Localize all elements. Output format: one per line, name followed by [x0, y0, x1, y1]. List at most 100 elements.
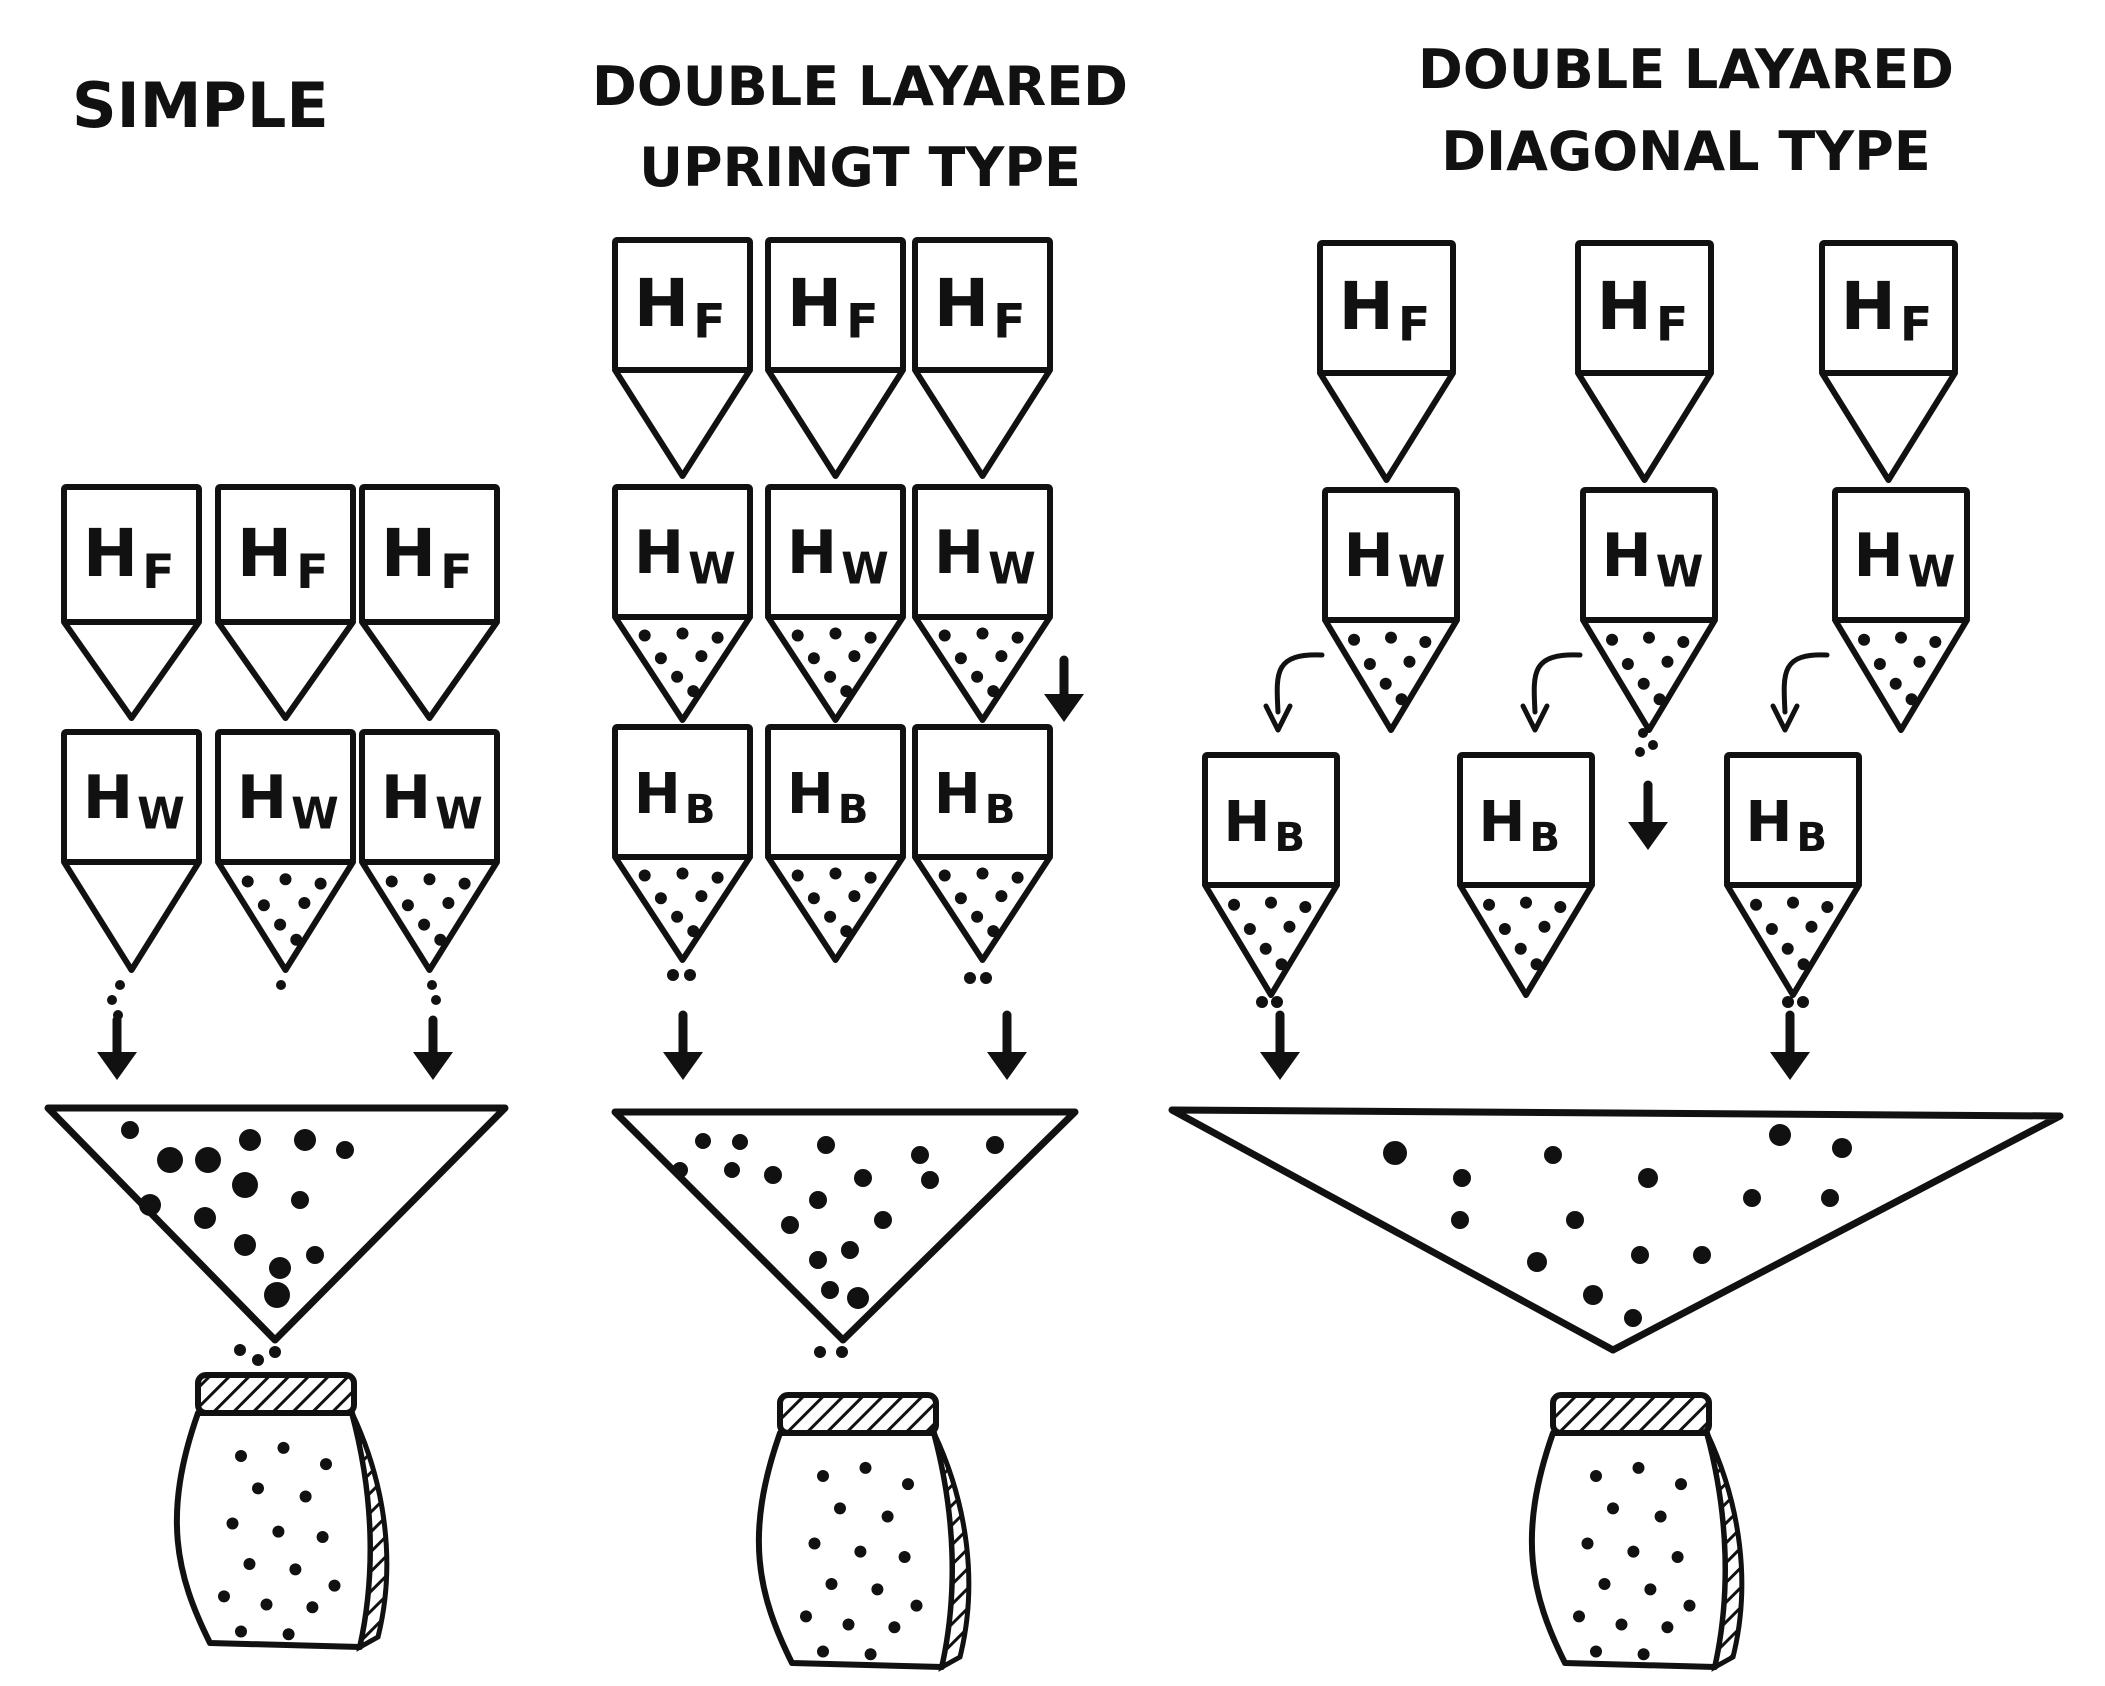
falling-dot: [115, 980, 125, 990]
product-dot: [1787, 896, 1799, 909]
hopper-label: HW: [1853, 521, 1955, 598]
product-dot: [1693, 1246, 1711, 1264]
product-dot: [1583, 1285, 1603, 1305]
product-dot: [264, 1282, 290, 1308]
product-dot: [1453, 1169, 1471, 1187]
product-dot: [809, 1251, 827, 1269]
product-dot: [1598, 1578, 1611, 1590]
hopper-label: HW: [1343, 521, 1445, 598]
product-dot: [1653, 693, 1666, 706]
feed-hopper: HF: [612, 237, 753, 479]
product-dot: [1011, 631, 1024, 644]
product-dot: [995, 890, 1008, 903]
product-dot: [864, 631, 877, 644]
hopper-cone: [1819, 370, 1958, 483]
product-dot: [1889, 677, 1902, 690]
product-dot: [1913, 655, 1926, 668]
hopper-label: HW: [381, 763, 483, 840]
hopper-label: HB: [1223, 790, 1305, 861]
title-simple-line-1: SIMPLE: [72, 69, 329, 142]
product-dot: [695, 890, 708, 903]
product-dot: [921, 1171, 939, 1189]
product-dot: [654, 892, 667, 905]
product-dot: [434, 933, 447, 946]
hopper-cone: [912, 367, 1053, 479]
product-dot: [1265, 896, 1277, 909]
product-dot: [1895, 631, 1907, 644]
product-dot: [1419, 636, 1432, 648]
product-dot: [1627, 1545, 1640, 1558]
feed-hopper: HF: [61, 484, 202, 721]
product-dot: [687, 685, 700, 698]
product-dot: [671, 670, 684, 683]
product-dot: [306, 1601, 319, 1614]
booster-hopper: HB: [612, 724, 753, 963]
hopper-label: HW: [634, 518, 736, 595]
product-dot: [781, 1216, 799, 1234]
down-arrow-icon: [1770, 1010, 1810, 1080]
product-dot: [817, 1136, 835, 1154]
title-upright-line-1: DOUBLE LAYARED: [592, 55, 1128, 118]
product-dot: [842, 1618, 855, 1631]
product-dot: [829, 627, 842, 640]
product-dot: [672, 1162, 688, 1178]
product-dot: [194, 1207, 216, 1229]
booster-hopper: HB: [1202, 752, 1340, 998]
product-dot: [458, 877, 471, 890]
hopper-label: HB: [787, 762, 869, 833]
product-dot: [269, 1257, 291, 1279]
collecting-funnel-diagonal: [1168, 1106, 2064, 1354]
hopper-label: HF: [934, 265, 1026, 350]
hopper-cone: [61, 859, 202, 973]
product-dot: [234, 1234, 256, 1256]
product-dot: [1615, 1618, 1628, 1631]
product-dot: [1797, 958, 1810, 971]
product-dot: [260, 1598, 273, 1611]
product-dot: [638, 629, 651, 642]
product-dot: [320, 1458, 332, 1471]
product-dot: [226, 1517, 239, 1530]
product-dot: [239, 1129, 261, 1151]
hopper-label: HB: [634, 762, 716, 833]
product-dot: [1299, 901, 1312, 913]
product-dot: [1638, 1168, 1658, 1188]
product-dot: [1403, 655, 1416, 668]
product-dot: [1637, 1648, 1650, 1661]
product-dot: [290, 933, 303, 946]
weigh-hopper: HW: [765, 484, 906, 723]
product-dot: [791, 869, 804, 882]
bag-diagonal: [1528, 1392, 1745, 1672]
product-dot: [1671, 1551, 1684, 1563]
booster-hopper: HB: [1457, 752, 1595, 998]
product-dot: [1637, 677, 1650, 690]
title-double-upright: DOUBLE LAYARED UPRINGT TYPE: [592, 55, 1128, 199]
product-dot: [976, 867, 989, 880]
hopper-label: HF: [83, 515, 175, 600]
product-dot: [821, 1281, 839, 1299]
product-dot: [1383, 1141, 1407, 1165]
product-dot: [282, 1628, 295, 1641]
product-dot: [987, 925, 1000, 938]
product-dot: [840, 925, 853, 938]
hopper-cone: [1575, 370, 1714, 483]
product-dot: [864, 871, 877, 884]
product-dot: [898, 1551, 911, 1563]
product-dot: [1821, 901, 1834, 913]
bag-upright: [755, 1392, 972, 1672]
product-dot: [676, 627, 689, 640]
product-dot: [840, 685, 853, 698]
product-dot: [1643, 631, 1655, 644]
product-dot: [243, 1558, 256, 1570]
title-diagonal-line-1: DOUBLE LAYARED: [1418, 38, 1954, 101]
product-dot: [829, 867, 842, 880]
product-dot: [1624, 1309, 1642, 1327]
product-dot: [1514, 942, 1527, 955]
product-dot: [1243, 923, 1256, 935]
bag-seal: [1550, 1392, 1712, 1436]
product-dot: [791, 629, 804, 642]
product-dot: [1905, 693, 1918, 706]
hopper-cone: [765, 367, 906, 479]
product-dot: [218, 1590, 230, 1603]
product-dot: [1805, 920, 1818, 933]
product-dot: [298, 897, 311, 910]
